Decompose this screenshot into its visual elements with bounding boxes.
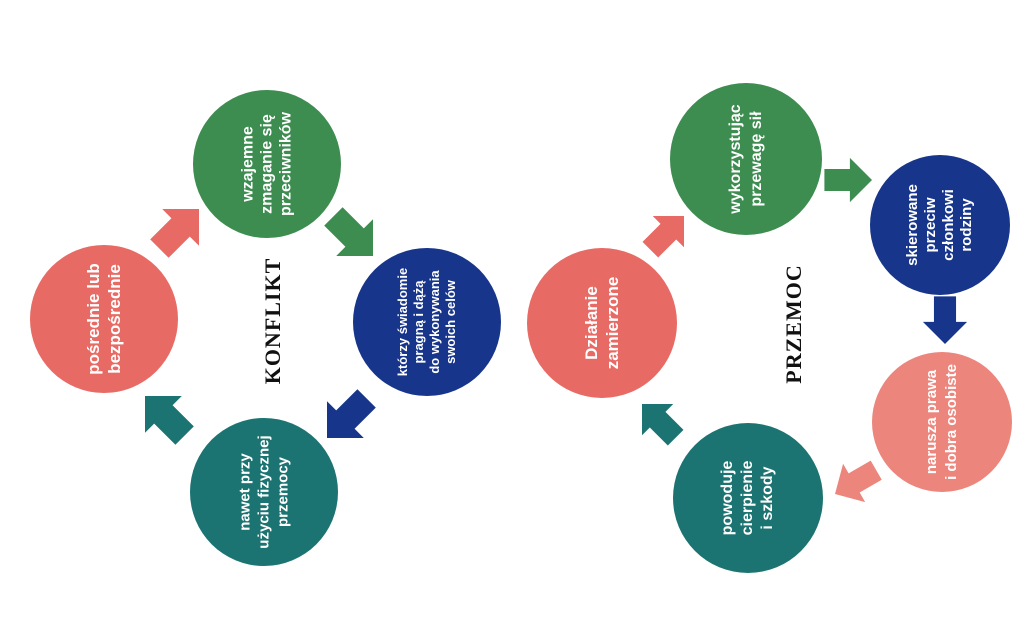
konflikt-arrow-up-left — [126, 377, 203, 454]
konflikt-node-wzajemne: wzajemne zmaganie się przeciwników — [193, 90, 341, 238]
konflikt-arrow-down-right — [315, 198, 392, 275]
przemoc-arrow-down-left — [823, 451, 888, 514]
konflikt-arrow-down-left — [308, 380, 385, 457]
przemoc-node-dzialanie: Działanie zamierzone — [527, 248, 677, 398]
konflikt-node-posrednie: pośrednie lub bezpośrednie — [30, 245, 178, 393]
konflikt-arrow-up-right — [141, 190, 218, 267]
przemoc-node-skierowane: skierowane przeciw członkowi rodziny — [870, 155, 1010, 295]
przemoc-arrow-up-left — [626, 388, 692, 454]
przemoc-node-narusza: narusza prawa i dobra osobiste — [872, 352, 1012, 492]
konflikt-node-przemoc: nawet przy użyciu fizycznej przemocy — [190, 418, 338, 566]
przemoc-node-przewaga: wykorzystując przewagę sił — [670, 83, 822, 235]
przemoc-arrow-down — [922, 296, 968, 344]
przemoc-node-cierpienie: powoduje cierpienie i szkody — [673, 423, 823, 573]
konflikt-node-swiadomie: którzy świadomie pragną i dążą do wykony… — [353, 248, 501, 396]
przemoc-arrow-up-right — [634, 200, 700, 266]
przemoc-arrow-right — [824, 157, 872, 203]
